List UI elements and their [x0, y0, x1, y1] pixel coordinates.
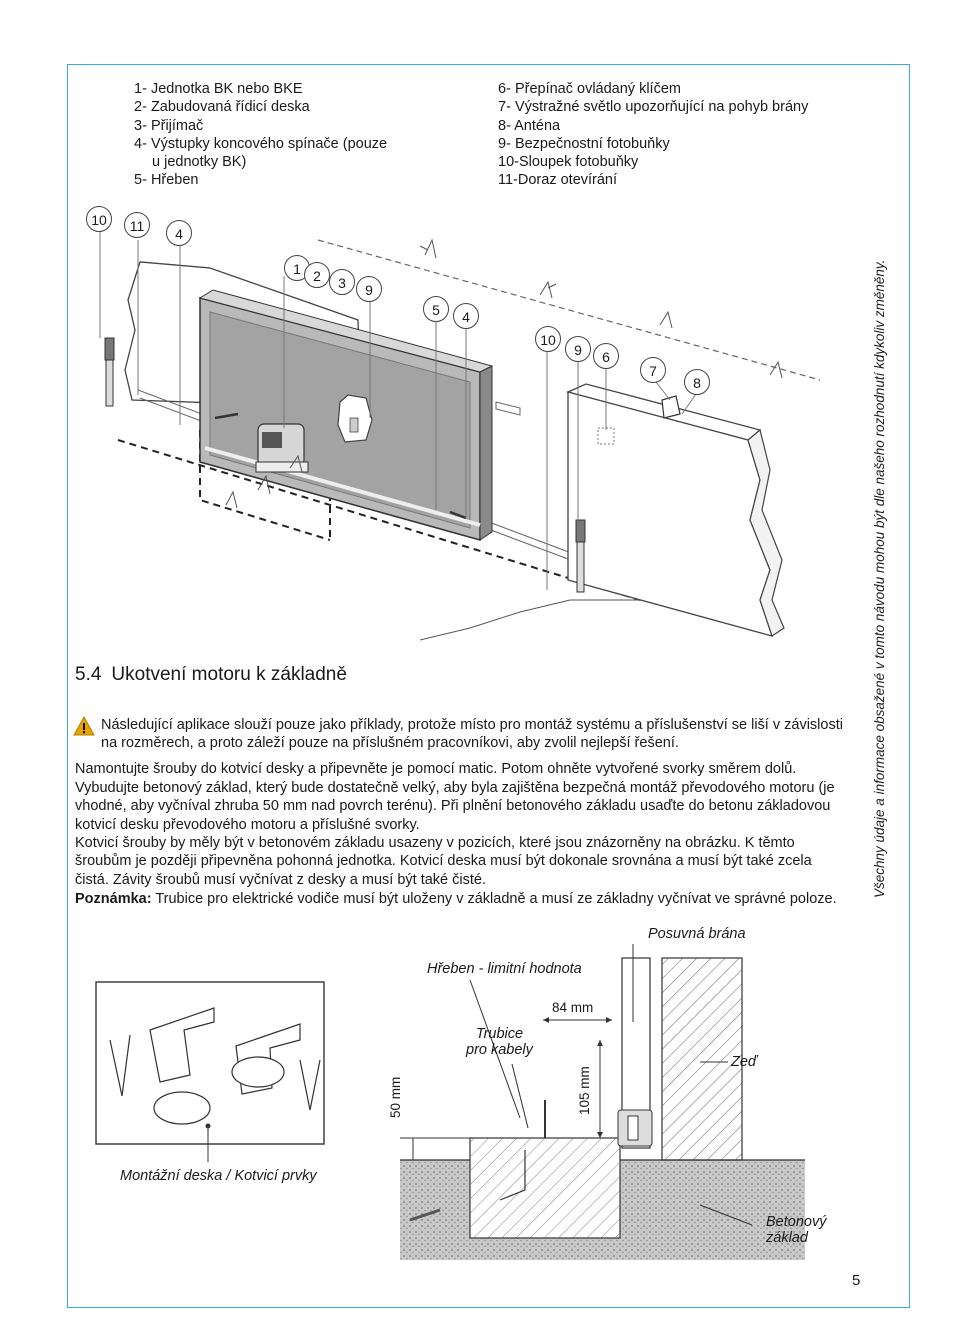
legend-item: 3- Přijímač [134, 117, 204, 134]
paragraph: Namontujte šrouby do kotvicí desky a při… [75, 761, 797, 777]
callout-marker: 11 [124, 212, 150, 238]
callout-marker: 4 [453, 303, 479, 329]
label-concrete-base: Betonový základ [766, 1214, 827, 1246]
legend-item: 2- Zabudovaná řídicí deska [134, 99, 310, 116]
callout-marker: 3 [329, 269, 355, 295]
legend-item-continuation: u jednotky BK) [152, 154, 247, 171]
callout-marker: 7 [640, 357, 666, 383]
label-cable-tube: Trubice pro kabely [466, 1026, 533, 1058]
note-label: Poznámka: [75, 891, 152, 907]
note-paragraph: Poznámka: Trubice pro elektrické vodiče … [75, 890, 845, 908]
dimension-105: 105 mm [577, 1066, 592, 1115]
callout-marker: 8 [684, 369, 710, 395]
callout-marker: 2 [304, 262, 330, 288]
dimension-50: 50 mm [388, 1076, 403, 1118]
callout-marker: 9 [565, 336, 591, 362]
legend-item: 4- Výstupky koncového spínače (pouze [134, 135, 388, 152]
legend-item: 7- Výstražné světlo upozorňující na pohy… [498, 99, 809, 116]
paragraph: Kotvicí šrouby by měly být v betonovém z… [75, 835, 812, 888]
section-number: 5.4 [75, 664, 102, 685]
legend-item: 11-Doraz otevírání [498, 172, 618, 189]
legend-item: 9- Bezpečnostní fotobuňky [498, 135, 670, 152]
label-mounting-plate: Montážní deska / Kotvicí prvky [120, 1168, 317, 1184]
warning-icon [73, 716, 95, 736]
callout-marker: 6 [593, 343, 619, 369]
legend-item: 8- Anténa [498, 117, 561, 134]
callout-marker: 5 [423, 296, 449, 322]
warning-paragraph: Následující aplikace slouží pouze jako p… [73, 716, 845, 753]
legend-item: 10-Sloupek fotobuňky [498, 154, 639, 171]
label-wall: Zeď [731, 1054, 757, 1070]
section-heading: 5.4 Ukotvení motoru k základně [75, 664, 347, 686]
page-number: 5 [852, 1272, 861, 1289]
callout-marker: 10 [86, 206, 112, 232]
legend-item: 6- Přepínač ovládaný klíčem [498, 81, 681, 97]
label-rack-limit: Hřeben - limitní hodnota [427, 961, 582, 977]
dimension-84: 84 mm [552, 1000, 594, 1015]
legend-item: 1- Jednotka BK nebo BKE [134, 81, 303, 97]
callout-marker: 4 [166, 220, 192, 246]
legend-left: 1- Jednotka BK nebo BKE 2- Zabudovaná ří… [134, 80, 387, 190]
label-sliding-gate: Posuvná brána [648, 926, 746, 942]
legend-item: 5- Hřeben [134, 172, 199, 189]
callout-marker: 9 [356, 276, 382, 302]
warning-text: Následující aplikace slouží pouze jako p… [101, 717, 843, 752]
section-title: Ukotvení motoru k základně [111, 664, 347, 685]
page-frame [67, 64, 910, 1308]
callout-marker: 10 [535, 326, 561, 352]
legend-right: 6- Přepínač ovládaný klíčem 7- Výstražné… [498, 80, 808, 190]
paragraph: Vybudujte betonový základ, který bude do… [75, 780, 835, 833]
note-text: Trubice pro elektrické vodiče musí být u… [151, 891, 837, 907]
